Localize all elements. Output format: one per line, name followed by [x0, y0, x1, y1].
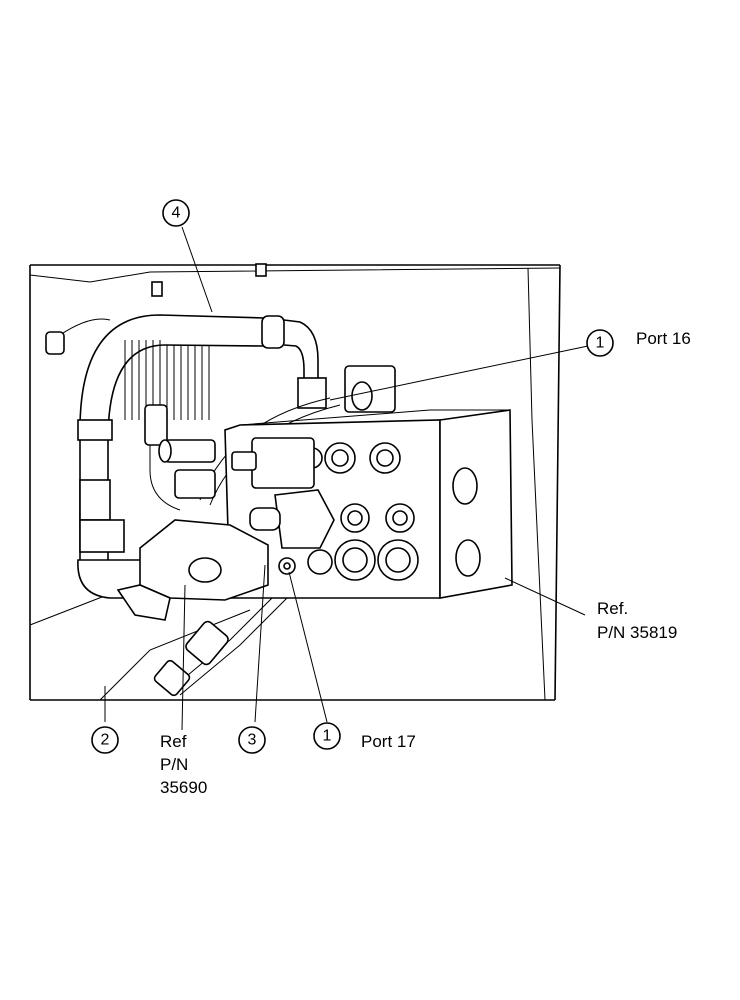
mounting-studs — [151, 263, 267, 297]
illustration-frame — [29, 264, 561, 701]
callout-1-port17-label: Port 17 — [361, 732, 416, 751]
block-ports — [301, 442, 481, 581]
callout-1-port16: 1 Port 16 — [586, 329, 691, 357]
valve-block — [224, 365, 513, 599]
leader-lines — [104, 226, 589, 731]
callout-1-port16-number: 1 — [596, 335, 605, 352]
callout-1-port16-label: Port 16 — [636, 329, 691, 348]
sensor-connectors — [144, 404, 216, 499]
callout-1-port17: 1 Port 17 — [313, 722, 416, 751]
callout-4: 4 — [162, 199, 190, 227]
callout-3: 3 — [238, 726, 266, 754]
callout-1-port17-number: 1 — [323, 728, 332, 745]
callout-2-number: 2 — [101, 732, 110, 749]
block-ref-line1: Ref. — [597, 599, 628, 618]
callout-4-number: 4 — [172, 205, 181, 222]
valve-ref-line1: Ref — [160, 732, 187, 751]
callout-3-number: 3 — [248, 732, 257, 749]
block-ref-line2: P/N 35819 — [597, 623, 677, 642]
wiring-bundle — [45, 318, 341, 697]
valve-ref-line2: P/N — [160, 755, 188, 774]
valve-reference-label: Ref P/N 35690 — [160, 732, 207, 797]
valve-ref-line3: 35690 — [160, 778, 207, 797]
solenoid-valve — [116, 437, 335, 621]
block-reference-label: Ref. P/N 35819 — [597, 599, 677, 642]
callout-2: 2 — [91, 726, 119, 754]
